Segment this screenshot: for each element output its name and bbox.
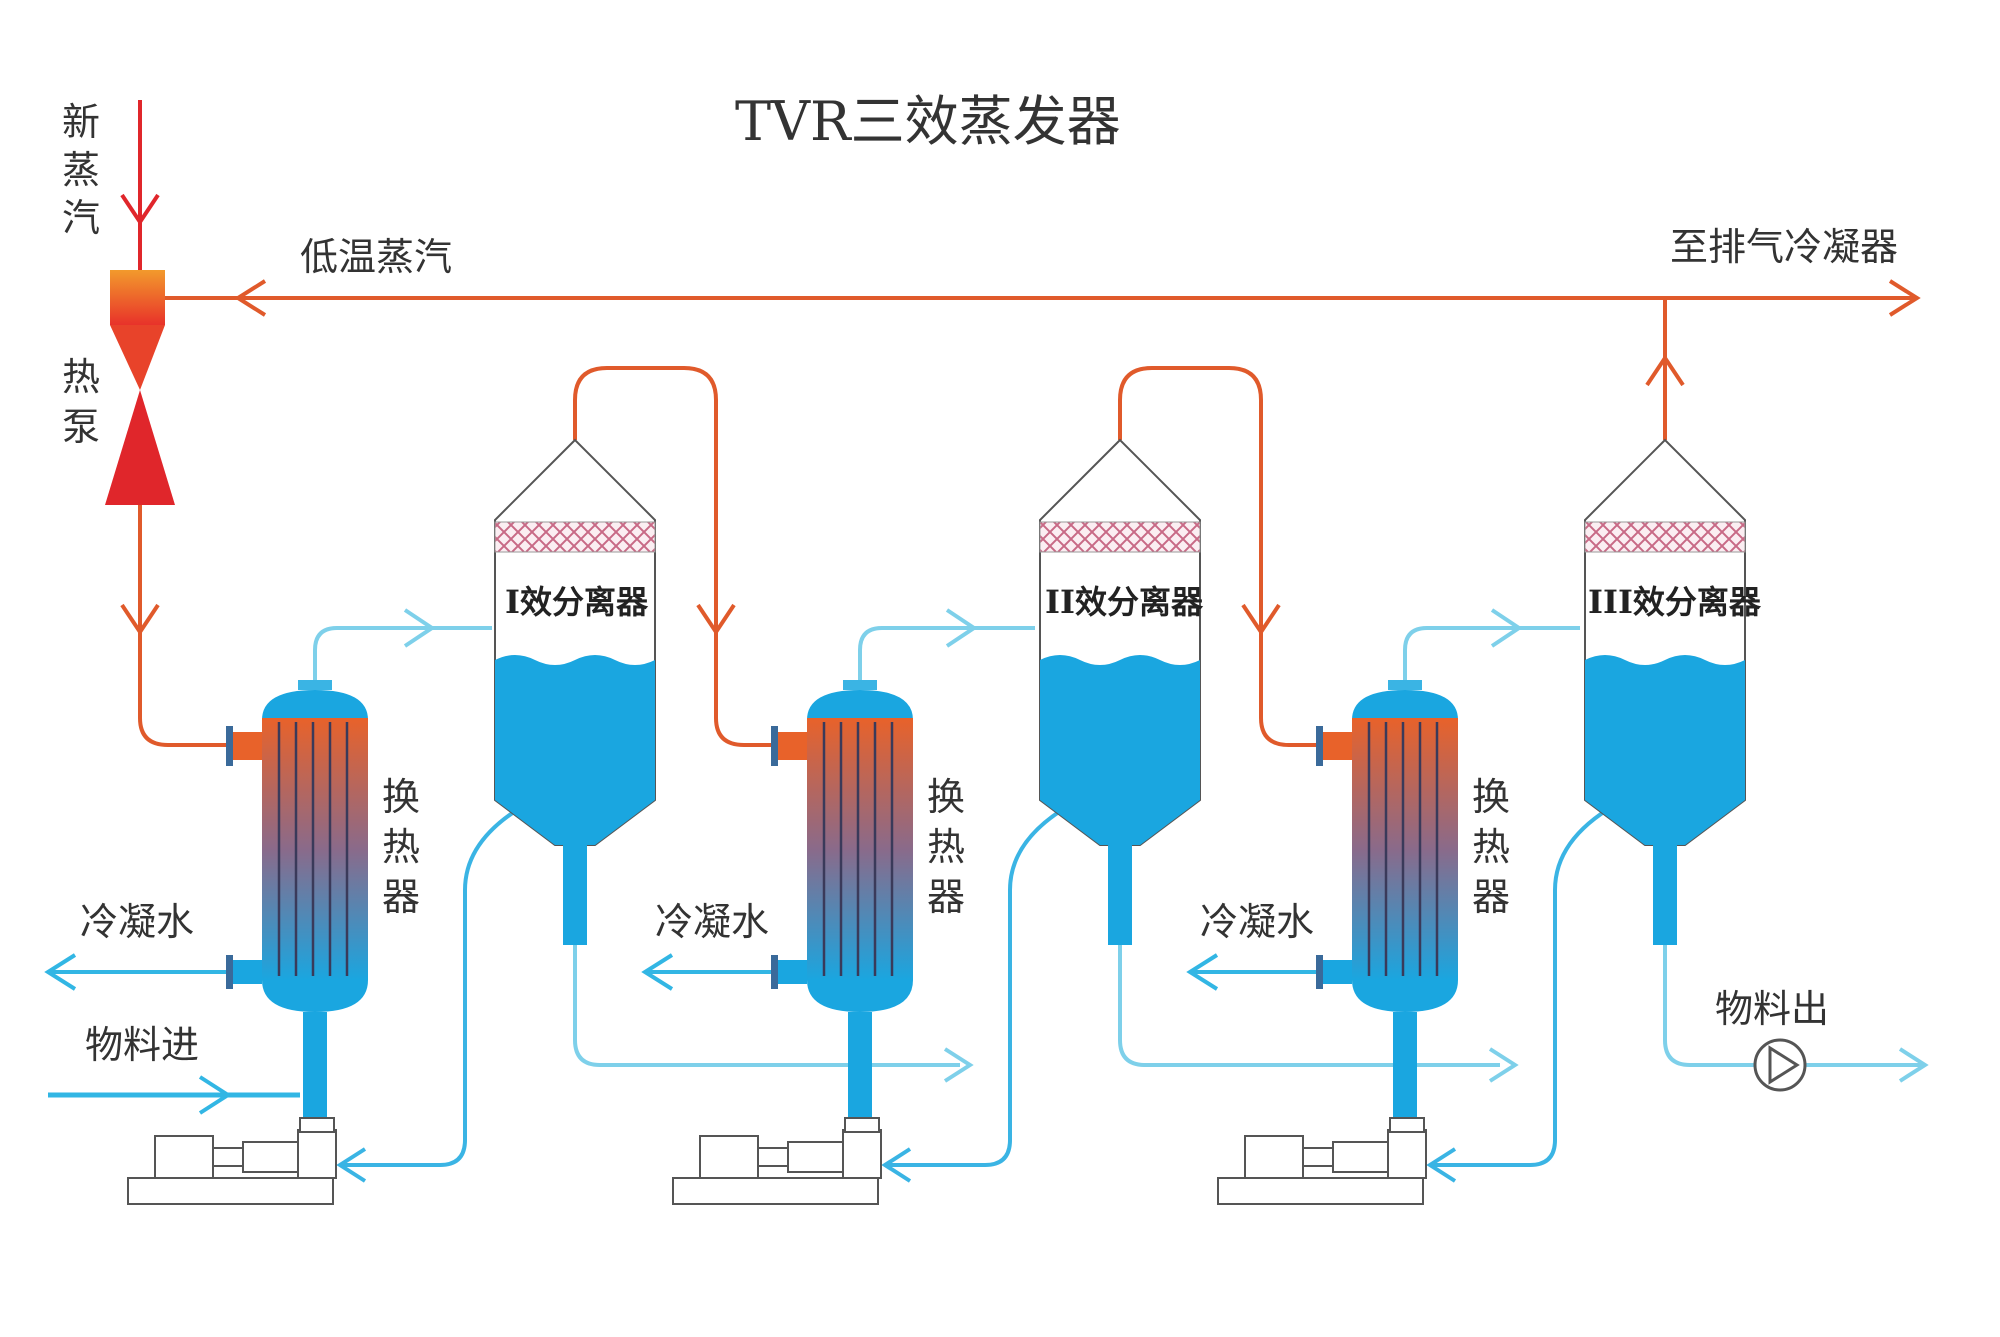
svg-text:器: 器 xyxy=(927,875,965,919)
condensate-label-1: 冷凝水 xyxy=(80,900,194,944)
pump-unit-2 xyxy=(672,1117,882,1205)
svg-text:换: 换 xyxy=(1472,775,1510,819)
vapor-line-1 xyxy=(573,366,775,747)
recirculation-lines xyxy=(340,803,1617,1167)
svg-text:热: 热 xyxy=(927,825,965,869)
svg-text:器: 器 xyxy=(1472,875,1510,919)
steam-to-hx1 xyxy=(138,505,230,747)
vapor-line-2 xyxy=(1118,366,1320,747)
arrow-icon xyxy=(120,603,160,636)
heat-exchanger-3 xyxy=(1316,680,1458,1130)
separator-label-1: I效分离器 xyxy=(505,583,649,621)
separator-1 xyxy=(494,438,656,945)
svg-text:换: 换 xyxy=(927,775,965,819)
heat-exchanger-1 xyxy=(226,680,368,1130)
pump-unit-1 xyxy=(127,1117,337,1205)
heat-pump xyxy=(105,270,175,505)
svg-text:热: 热 xyxy=(382,825,420,869)
arrow-icon xyxy=(1241,603,1281,636)
heat-exchanger-label-2: 换 热 器 xyxy=(927,775,965,919)
fresh-steam-label: 新 蒸 汽 xyxy=(62,100,100,240)
arrow-icon xyxy=(120,193,160,226)
svg-text:热: 热 xyxy=(1472,825,1510,869)
heat-exchanger-2 xyxy=(771,680,913,1130)
separator-3 xyxy=(1584,438,1746,945)
svg-text:器: 器 xyxy=(382,875,420,919)
separator-label-3: III效分离器 xyxy=(1588,583,1762,621)
condensate-label-2: 冷凝水 xyxy=(655,900,769,944)
arrow-icon xyxy=(696,603,736,636)
arrow-icon xyxy=(234,279,267,317)
separator-2 xyxy=(1039,438,1201,945)
pump-unit-3 xyxy=(1217,1117,1427,1205)
svg-text:新: 新 xyxy=(62,100,100,144)
arrow-icon xyxy=(1888,279,1921,317)
low-temp-steam-label: 低温蒸汽 xyxy=(300,235,452,279)
svg-text:换: 换 xyxy=(382,775,420,819)
heat-exchanger-label-1: 换 热 器 xyxy=(382,775,420,919)
svg-text:泵: 泵 xyxy=(62,405,100,449)
arrow-icon xyxy=(1645,354,1685,387)
pump-icon xyxy=(1753,1038,1807,1092)
arrow-icons-recirculation xyxy=(336,1147,1457,1183)
svg-text:汽: 汽 xyxy=(62,196,100,240)
arrow-icons-condensate xyxy=(44,953,1219,991)
arrow-icon xyxy=(198,1075,232,1115)
heat-pump-label: 热 泵 xyxy=(62,355,100,449)
separator-label-2: II效分离器 xyxy=(1045,583,1204,621)
feed-in-label: 物料进 xyxy=(85,1023,199,1067)
heat-exchanger-label-3: 换 热 器 xyxy=(1472,775,1510,919)
condensate-label-3: 冷凝水 xyxy=(1200,900,1314,944)
liquid-lines xyxy=(313,626,1925,1067)
svg-text:热: 热 xyxy=(62,355,100,399)
diagram-title: TVR三效蒸发器 xyxy=(735,90,1121,153)
arrow-icons-liquid xyxy=(403,608,1929,1083)
to-exhaust-condenser-label: 至排气冷凝器 xyxy=(1670,225,1898,269)
svg-text:蒸: 蒸 xyxy=(62,148,100,192)
product-out-label: 物料出 xyxy=(1715,987,1829,1031)
